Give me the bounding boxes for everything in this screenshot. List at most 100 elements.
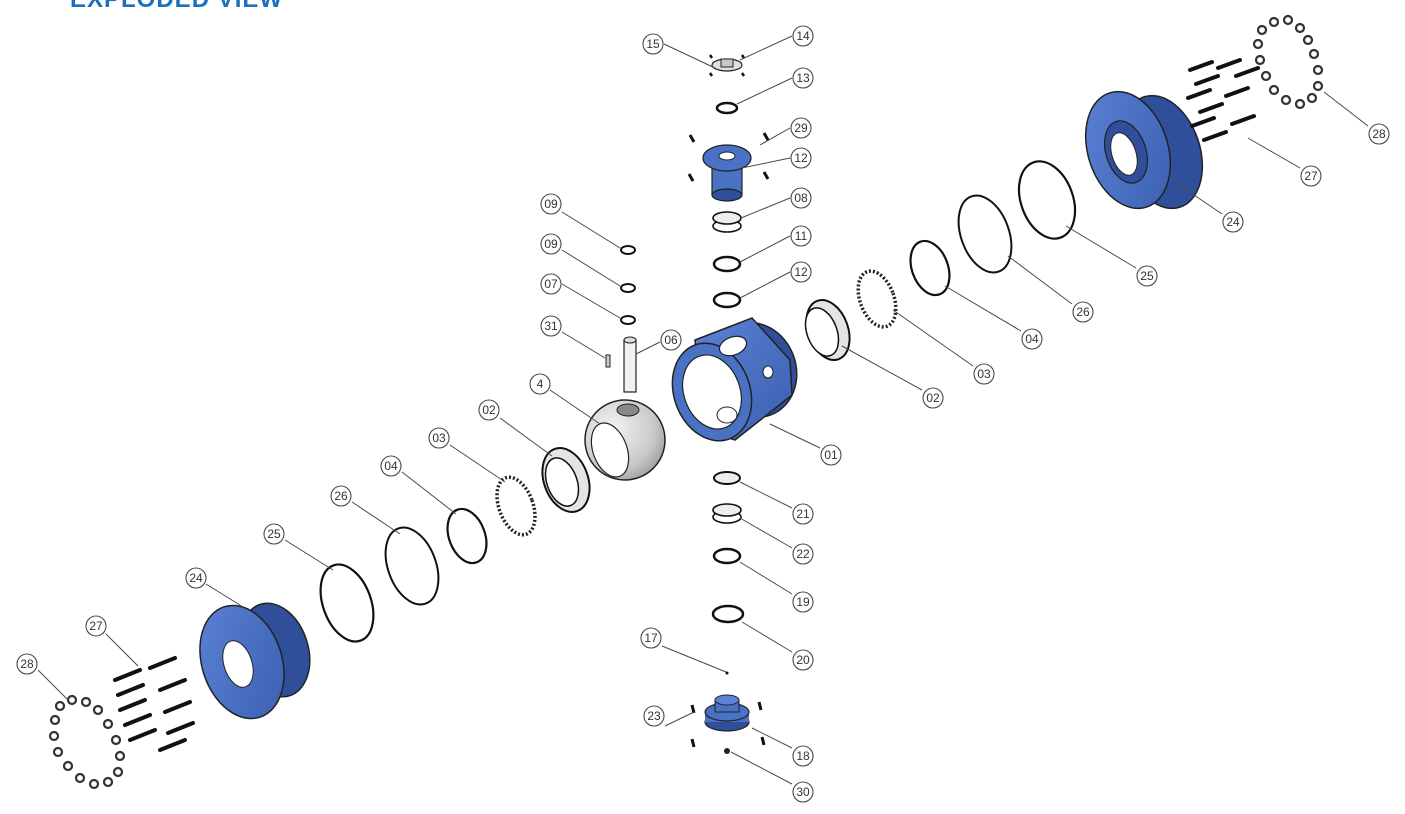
svg-text:23: 23	[647, 709, 661, 723]
svg-text:24: 24	[1226, 215, 1240, 229]
end-flange-left	[199, 602, 311, 720]
svg-text:02: 02	[926, 391, 940, 405]
callout-30: 30	[792, 781, 814, 803]
o-ring-20	[711, 604, 745, 624]
callout-06: 06	[660, 329, 682, 351]
key	[605, 354, 611, 368]
spring-ring-03-left	[495, 475, 537, 537]
callout-20: 20	[792, 649, 814, 671]
callout-14: 13	[792, 67, 814, 89]
callout-15: 14	[792, 25, 814, 47]
gasket-25-left	[319, 563, 375, 643]
callout-01: 01	[820, 444, 842, 466]
callout-28-left: 28	[16, 653, 38, 675]
pin-17	[725, 671, 729, 675]
nuts-ring-right	[1252, 14, 1324, 110]
end-flange-right	[1084, 90, 1204, 210]
svg-text:13: 13	[796, 71, 810, 85]
callout-26-left: 26	[330, 485, 352, 507]
callout-4: 4	[529, 373, 551, 395]
callout-26-right: 26	[1072, 301, 1094, 323]
stem	[623, 336, 637, 393]
svg-text:26: 26	[334, 489, 348, 503]
callout-23: 23	[643, 705, 665, 727]
svg-text:28: 28	[1372, 127, 1386, 141]
callout-21: 21	[792, 503, 814, 525]
o-ring-14	[715, 101, 739, 115]
svg-text:02: 02	[482, 403, 496, 417]
callout-12: 12	[790, 261, 812, 283]
svg-text:28: 28	[20, 657, 34, 671]
svg-text:15: 15	[646, 37, 660, 51]
svg-text:08: 08	[794, 191, 808, 205]
callout-02-right: 02	[922, 387, 944, 409]
callout-11: 11	[790, 225, 812, 247]
callout-19: 19	[792, 591, 814, 613]
ball	[584, 399, 666, 481]
callout-17: 17	[640, 627, 662, 649]
svg-text:03: 03	[977, 367, 991, 381]
svg-text:24: 24	[189, 571, 203, 585]
svg-text:4: 4	[537, 377, 544, 391]
top-flange	[687, 132, 770, 202]
o-ring-12	[712, 291, 742, 309]
bottom-cover	[690, 694, 766, 754]
callout-24-left: 24	[185, 567, 207, 589]
svg-text:27: 27	[1304, 169, 1318, 183]
callout-04-left: 04	[380, 455, 402, 477]
callout-31: 31	[540, 315, 562, 337]
o-ring-07	[620, 315, 636, 325]
leader-lines	[37, 35, 1369, 785]
callout-24-right: 24	[1222, 211, 1244, 233]
seat-02-left	[541, 447, 591, 513]
seat-02-right	[804, 299, 851, 361]
svg-text:01: 01	[824, 448, 838, 462]
stud-bolts-right	[1186, 58, 1260, 142]
svg-text:11: 11	[795, 229, 808, 243]
svg-text:19: 19	[796, 595, 810, 609]
svg-text:07: 07	[544, 277, 558, 291]
svg-text:12: 12	[794, 151, 808, 165]
svg-text:04: 04	[384, 459, 398, 473]
callout-09-a: 09	[540, 193, 562, 215]
svg-text:30: 30	[796, 785, 810, 799]
callout-04-right: 04	[1021, 328, 1043, 350]
gasket-26-right	[957, 194, 1013, 274]
o-ring-04-left	[446, 507, 488, 565]
callout-27-right: 27	[1300, 165, 1322, 187]
callout-16: 15	[642, 33, 664, 55]
valve-body	[671, 317, 798, 442]
svg-text:04: 04	[1025, 332, 1039, 346]
svg-text:20: 20	[796, 653, 810, 667]
svg-text:26: 26	[1076, 305, 1090, 319]
gland-plate	[708, 54, 746, 77]
svg-text:17: 17	[644, 631, 658, 645]
o-ring-11	[712, 255, 742, 273]
callout-25-left: 25	[263, 523, 285, 545]
callout-07: 07	[540, 273, 562, 295]
o-ring-04-right	[909, 239, 951, 297]
gasket-25-right	[1017, 160, 1077, 240]
svg-text:18: 18	[796, 749, 810, 763]
callout-29: 29	[790, 117, 812, 139]
o-ring-09-a	[620, 245, 636, 255]
spring-ring-03-right	[856, 269, 898, 329]
callout-09-b: 09	[540, 233, 562, 255]
callout-18: 18	[792, 745, 814, 767]
bushing-22	[712, 503, 742, 524]
svg-text:09: 09	[544, 237, 558, 251]
o-ring-09-b	[620, 283, 636, 293]
bushing-08	[712, 211, 742, 233]
callout-03-left: 03	[428, 427, 450, 449]
svg-text:22: 22	[796, 547, 810, 561]
svg-text:29: 29	[794, 121, 808, 135]
callout-08: 08	[790, 187, 812, 209]
callout-28-right: 28	[1368, 123, 1390, 145]
svg-text:14: 14	[796, 29, 810, 43]
svg-text:25: 25	[1140, 269, 1154, 283]
callout-22: 22	[792, 543, 814, 565]
svg-text:25: 25	[267, 527, 281, 541]
callout-13: 12	[790, 147, 812, 169]
svg-text:03: 03	[432, 431, 446, 445]
